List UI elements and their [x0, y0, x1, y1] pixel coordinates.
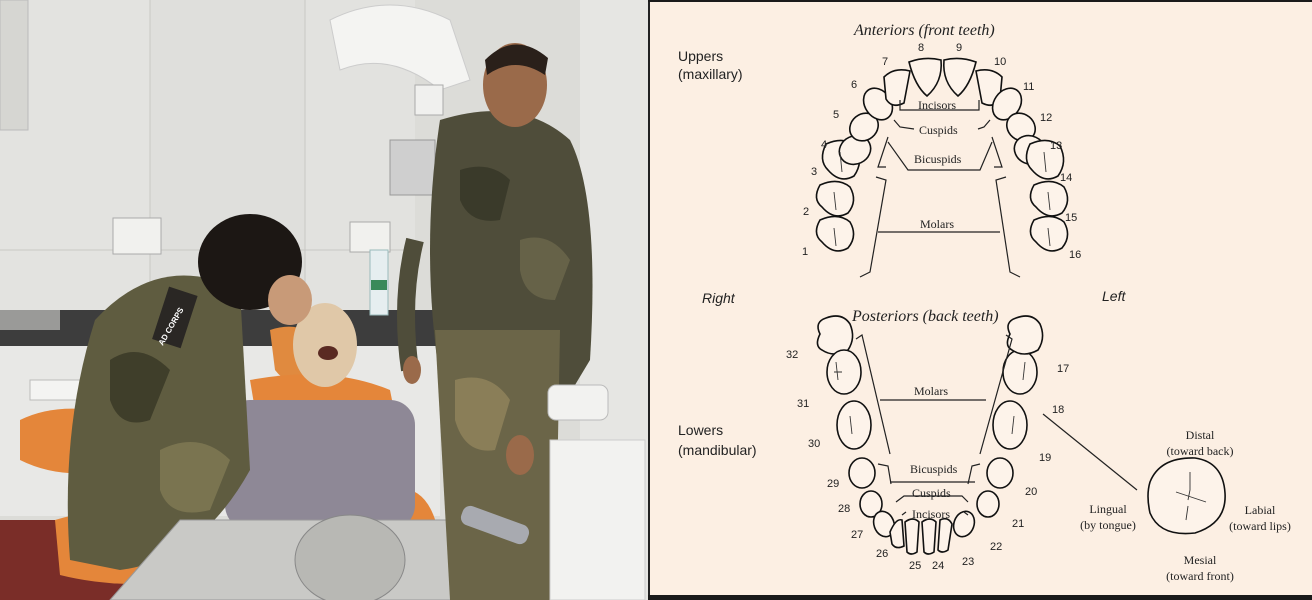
tooth-number-24: 24 [932, 560, 945, 572]
tooth-number-8: 8 [918, 42, 925, 54]
tooth-number-25: 25 [909, 560, 922, 572]
tooth-number-6: 6 [851, 79, 858, 91]
lower-molars-label: Molars [914, 384, 948, 398]
tooth-number-1: 1 [802, 246, 809, 258]
tooth-29 [848, 457, 876, 489]
anteriors-title: Anteriors (front teeth) [854, 22, 995, 39]
labial-sub-label: (toward lips) [1229, 519, 1291, 533]
upper-molars-label: Molars [920, 217, 954, 231]
posteriors-title: Posteriors (back teeth) [852, 308, 999, 325]
left-side-label: Left [1102, 288, 1126, 304]
tooth-number-19: 19 [1039, 452, 1052, 464]
tooth-number-4: 4 [821, 139, 828, 151]
dental-clinic-photo: AD CORPS [0, 0, 648, 600]
tooth-22 [952, 510, 976, 538]
tooth-number-3: 3 [811, 166, 818, 178]
distal-label: Distal [1185, 428, 1215, 442]
tooth-number-23: 23 [962, 556, 975, 568]
tooth-number-9: 9 [956, 42, 963, 54]
lowers-sub-label: (mandibular) [678, 442, 757, 458]
tooth-32 [816, 315, 854, 355]
tooth-number-22: 22 [990, 541, 1003, 553]
tooth-number-28: 28 [838, 503, 851, 515]
lingual-label: Lingual [1089, 502, 1127, 516]
tooth-number-11: 11 [1023, 81, 1035, 93]
tooth-number-17: 17 [1057, 363, 1070, 375]
lower-bicuspids-label: Bicuspids [910, 462, 958, 476]
mesial-sub-label: (toward front) [1166, 569, 1234, 583]
tooth-number-2: 2 [803, 206, 810, 218]
tooth-11 [991, 87, 1023, 121]
right-side-label: Right [702, 290, 735, 306]
tooth-number-12: 12 [1040, 112, 1053, 124]
tooth-7 [883, 69, 911, 107]
tooth-number-14: 14 [1060, 172, 1073, 184]
tooth-9 [942, 57, 977, 98]
distal-sub-label: (toward back) [1166, 444, 1234, 458]
tooth-31 [826, 349, 862, 395]
tooth-number-15: 15 [1065, 212, 1078, 224]
tooth-23 [937, 517, 953, 553]
upper-incisors-label: Incisors [918, 98, 956, 112]
tooth-30 [836, 400, 872, 450]
lower-cuspids-label: Cuspids [912, 486, 951, 500]
tooth-27 [872, 510, 896, 538]
tooth-20 [986, 457, 1014, 489]
tooth-number-7: 7 [882, 56, 889, 68]
uppers-label: Uppers [678, 48, 724, 64]
tooth-24 [921, 518, 937, 555]
tooth-number-30: 30 [808, 438, 821, 450]
uppers-sub-label: (maxillary) [678, 66, 743, 82]
lingual-sub-label: (by tongue) [1080, 518, 1136, 532]
tooth-number-10: 10 [994, 56, 1007, 68]
tooth-number-13: 13 [1050, 140, 1063, 152]
tooth-21 [976, 490, 1000, 518]
tooth-number-18: 18 [1052, 404, 1065, 416]
tooth-arches-diagram [815, 57, 1226, 555]
mesial-label: Mesial [1183, 553, 1217, 567]
tooth-number-20: 20 [1025, 486, 1038, 498]
lowers-label: Lowers [678, 422, 724, 438]
tooth-number-32: 32 [786, 349, 799, 361]
tooth-26 [889, 518, 905, 549]
labial-label: Labial [1244, 503, 1276, 517]
tooth-number-27: 27 [851, 529, 864, 541]
tooth-17 [1006, 315, 1044, 355]
tooth-number-21: 21 [1012, 518, 1025, 530]
tooth-25 [904, 518, 920, 555]
tooth-19 [992, 400, 1028, 450]
tooth-number-26: 26 [876, 548, 889, 560]
tooth-numbering-chart: Anteriors (front teeth) Posteriors (back… [648, 2, 1312, 595]
photo-illustration [0, 0, 648, 600]
lower-incisors-label: Incisors [912, 507, 950, 521]
upper-cuspids-label: Cuspids [919, 123, 958, 137]
tooth-number-29: 29 [827, 478, 840, 490]
upper-bicuspids-label: Bicuspids [914, 152, 962, 166]
tooth-number-5: 5 [833, 109, 840, 121]
tooth-28 [859, 490, 883, 518]
tooth-18 [1002, 349, 1038, 395]
tooth-number-16: 16 [1069, 249, 1082, 261]
tooth-8 [908, 57, 943, 98]
tooth-number-31: 31 [797, 398, 810, 410]
